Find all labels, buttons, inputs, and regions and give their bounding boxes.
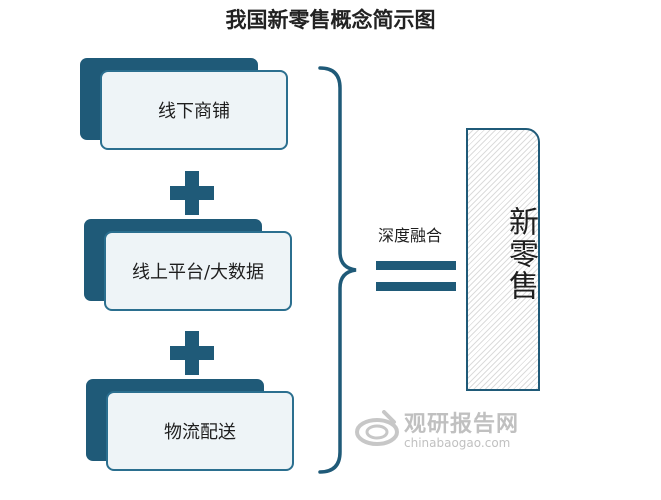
plus-icon (170, 171, 214, 215)
curly-brace-icon (318, 66, 357, 474)
watermark-cn: 观研报告网 (404, 412, 520, 437)
result-label: 新零售 (503, 206, 538, 302)
card-label: 线下商铺 (100, 70, 288, 150)
source-card-logistics: 物流配送 (86, 379, 294, 471)
card-label: 线上平台/大数据 (104, 231, 292, 311)
plus-icon (170, 331, 214, 375)
equals-sign-bar-top (376, 261, 456, 270)
watermark: 观研报告网 chinabaogao.com (354, 404, 554, 456)
fusion-label: 深度融合 (378, 226, 443, 245)
source-card-offline-stores: 线下商铺 (80, 58, 288, 150)
equals-sign-bar-bottom (376, 282, 456, 291)
watermark-logo-icon (355, 410, 399, 446)
watermark-en: chinabaogao.com (404, 436, 511, 450)
result-box-new-retail: 新零售 (466, 128, 540, 391)
source-card-online-platform: 线上平台/大数据 (84, 219, 292, 311)
diagram-title: 我国新零售概念简示图 (225, 7, 436, 32)
card-label: 物流配送 (106, 391, 294, 471)
